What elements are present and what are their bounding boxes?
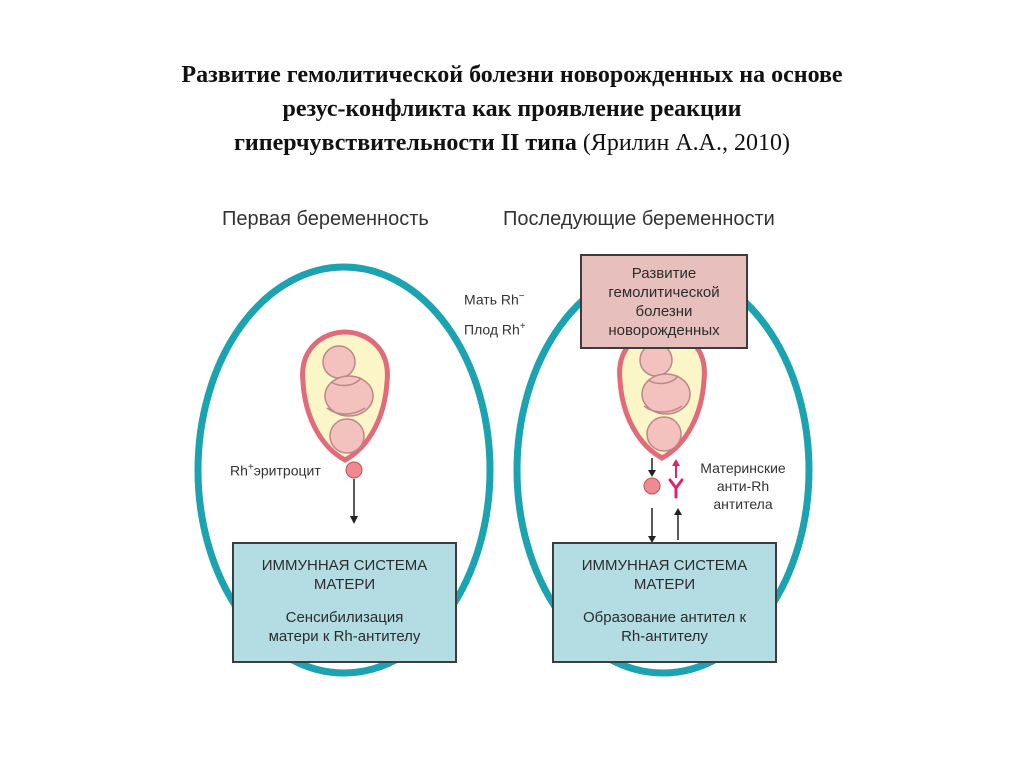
right-arrow-red-up-head	[672, 459, 680, 466]
erythrocyte-label-suffix: эритроцит	[253, 462, 321, 479]
right-arrow-small-down-head	[648, 470, 656, 477]
left-box-text-1: Сенсибилизация	[285, 609, 404, 626]
page-title: Развитие гемолитической болезни новорожд…	[60, 58, 964, 160]
right-box-text-2: Rh-антителу	[621, 628, 708, 645]
legend-fetus: Плод Rh+	[464, 318, 526, 339]
disease-line-3: болезни	[635, 303, 693, 320]
right-arrow-up-head	[674, 508, 682, 515]
disease-line-4: новорожденных	[608, 322, 720, 339]
left-box-title-1: ИММУННАЯ СИСТЕМА	[261, 557, 428, 574]
disease-line-2: гемолитической	[608, 284, 720, 301]
antibodies-line-3: антитела	[713, 496, 773, 512]
left-box-text-2: матери к Rh-антителу	[268, 628, 421, 645]
legend-mother: Мать Rh−	[464, 288, 525, 309]
left-fetus-icon	[300, 329, 390, 463]
disease-line-1: Развитие	[631, 265, 697, 282]
left-arrow-head	[350, 516, 358, 524]
heading-subsequent-pregnancies: Последующие беременности	[503, 208, 775, 230]
right-box-title-2: МАТЕРИ	[633, 576, 696, 593]
antibody-icon	[668, 478, 684, 499]
left-erythrocyte	[345, 461, 363, 479]
heading-first-pregnancy: Первая беременность	[222, 208, 429, 230]
right-fetus-icon	[617, 327, 707, 461]
legend-mother-sup: −	[518, 291, 525, 302]
title-citation: (Ярилин А.А., 2010)	[582, 130, 790, 156]
title-line-3: гиперчувствительности II типа	[234, 130, 577, 156]
antibodies-line-2: анти-Rh	[716, 478, 770, 494]
disease-box: Развитие гемолитической болезни новорожд…	[580, 254, 748, 349]
right-box-title-1: ИММУННАЯ СИСТЕМА	[581, 557, 748, 574]
erythrocyte-label: Rh+эритроцит	[230, 459, 321, 480]
right-box-text-1: Образование антител к	[582, 609, 747, 626]
erythrocyte-label-prefix: Rh	[230, 462, 248, 479]
right-immune-system-box: ИММУННАЯ СИСТЕМА МАТЕРИ Образование анти…	[552, 542, 777, 663]
legend-fetus-sup: +	[519, 321, 526, 332]
title-line-2: резус-конфликта как проявление реакции	[282, 96, 742, 122]
right-erythrocyte	[643, 477, 661, 495]
left-box-title-2: МАТЕРИ	[313, 576, 376, 593]
erythrocyte-label-sup: +	[247, 462, 254, 473]
left-immune-system-box: ИММУННАЯ СИСТЕМА МАТЕРИ Сенсибилизация м…	[232, 542, 457, 663]
legend-mother-text: Мать Rh	[464, 291, 519, 308]
right-arrow-down-head	[648, 536, 656, 543]
title-line-1: Развитие гемолитической болезни новорожд…	[181, 62, 843, 88]
antibodies-label: Материнские анти-Rh антитела	[688, 459, 798, 513]
left-ring	[194, 263, 494, 677]
legend-fetus-text: Плод Rh	[464, 321, 520, 338]
antibodies-line-1: Материнские	[700, 460, 786, 476]
